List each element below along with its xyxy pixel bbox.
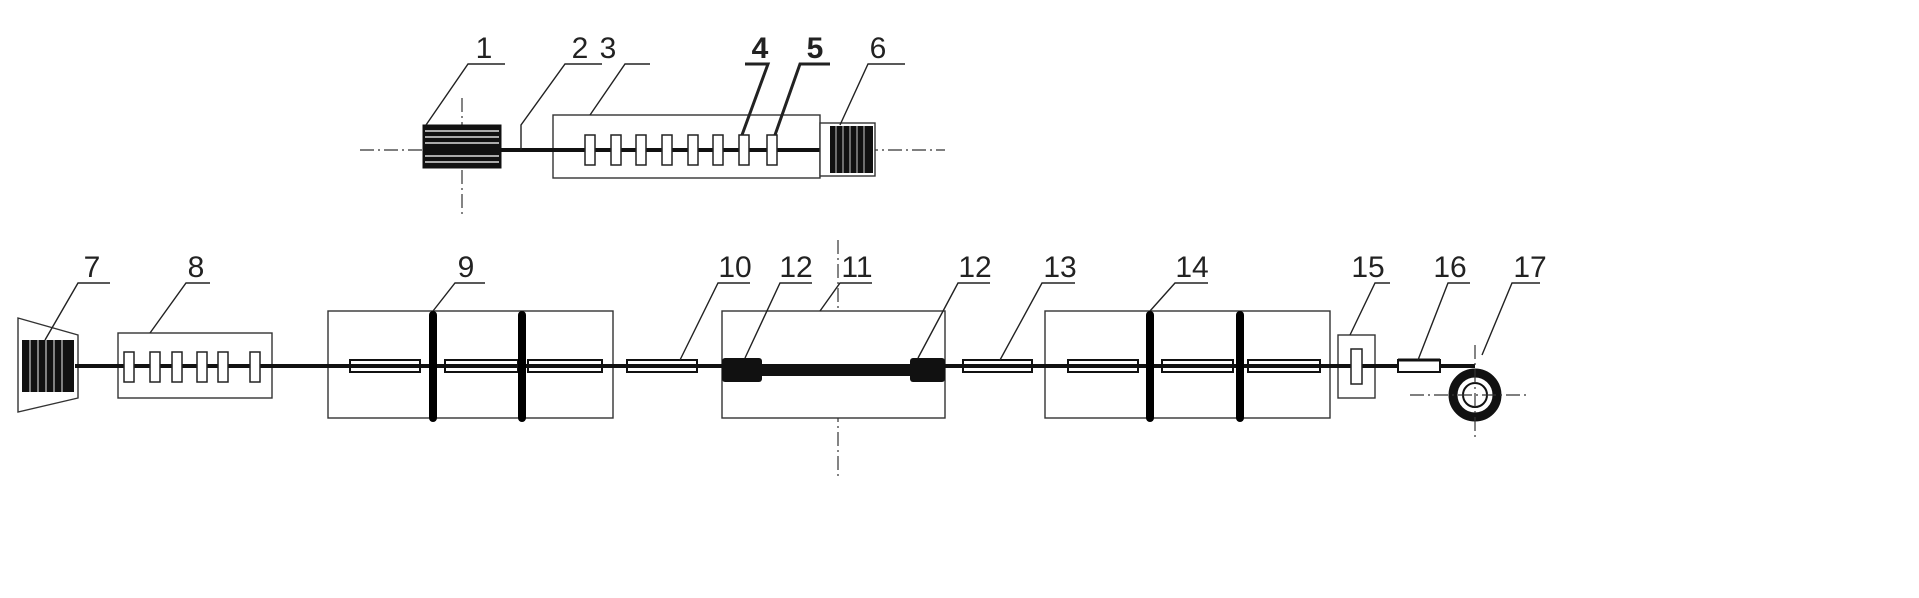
label-7: 7 [84,251,101,284]
leader-17: 17 [1481,251,1547,356]
leader-3: 3 [589,32,650,116]
label-5: 5 [807,32,824,65]
leader-12b: 12 [917,251,992,359]
label-15: 15 [1351,251,1384,284]
label-6: 6 [870,32,887,65]
leader-11: 11 [819,251,873,312]
spool-1 [422,124,502,169]
thick-bars [429,311,1244,422]
leader-14: 14 [1149,251,1209,312]
takeup-17 [1410,345,1530,440]
label-1: 1 [476,32,493,65]
leader-9: 9 [432,251,485,312]
label-12-right: 12 [958,251,991,284]
label-17: 17 [1513,251,1546,284]
leader-16: 16 [1417,251,1470,361]
rollers-4-5 [584,134,778,166]
coil-6 [819,122,876,177]
leader-15: 15 [1349,251,1390,336]
leader-7: 7 [44,251,110,341]
leader-12a: 12 [744,251,813,359]
leader-1: 1 [425,32,505,126]
label-11: 11 [841,251,872,284]
leader-13: 13 [999,251,1077,361]
label-16: 16 [1433,251,1466,284]
label-13: 13 [1043,251,1076,284]
label-9: 9 [458,251,475,284]
leader-5: 5 [773,32,830,136]
label-4: 4 [752,32,769,65]
tube-11-with-ends-12 [722,358,945,382]
leader-8: 8 [149,251,210,334]
label-10: 10 [718,251,751,284]
leader-6: 6 [839,32,905,126]
label-8: 8 [188,251,205,284]
label-12-left: 12 [779,251,812,284]
leader-2: 2 [520,32,602,150]
label-2: 2 [572,32,589,65]
payoff-7 [17,317,79,413]
label-14: 14 [1175,251,1208,284]
roller-15 [1350,348,1363,385]
leader-10: 10 [679,251,752,361]
leader-4: 4 [740,32,771,136]
guide-16 [1397,358,1441,373]
rollers-8 [123,351,261,383]
label-3: 3 [600,32,617,65]
